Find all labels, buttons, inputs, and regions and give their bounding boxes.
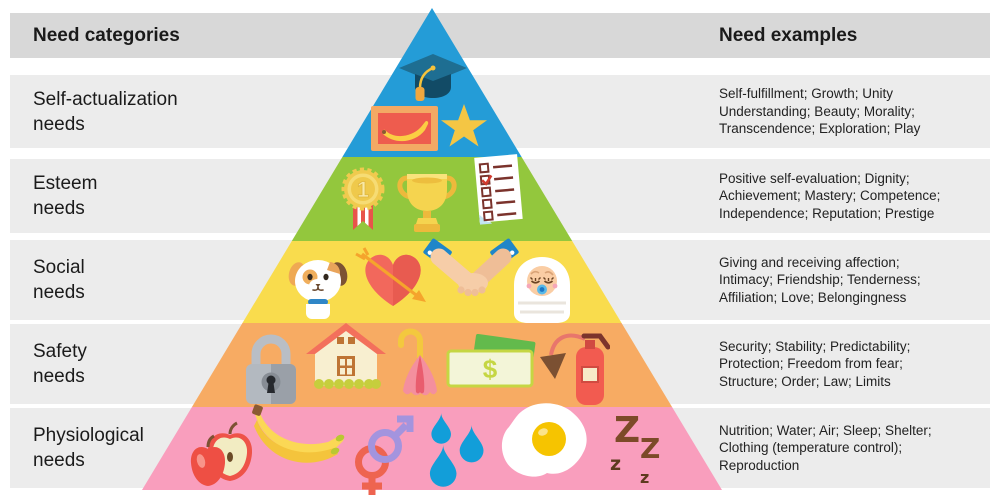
need-examples-header: Need examples bbox=[719, 24, 858, 46]
examples-social: Giving and receiving affection; Intimacy… bbox=[719, 254, 921, 305]
dollar-sign: $ bbox=[483, 354, 498, 384]
examples-physiological: Nutrition; Water; Air; Sleep; Shelter; C… bbox=[719, 422, 932, 473]
money-icon: $ bbox=[446, 334, 538, 388]
banana-painting-icon bbox=[371, 106, 438, 151]
examples-self-actualization: Self-fulfillment; Growth; Unity Understa… bbox=[719, 86, 921, 137]
house-icon bbox=[306, 320, 386, 392]
sleep-letter: z bbox=[610, 453, 622, 475]
water-drops-icon bbox=[424, 413, 494, 491]
fire-extinguisher-icon bbox=[538, 327, 610, 407]
fried-egg-icon bbox=[497, 401, 591, 483]
examples-esteem: Positive self-evaluation; Dignity; Achie… bbox=[719, 170, 941, 221]
medal-number: 1 bbox=[357, 177, 369, 202]
umbrella-icon bbox=[397, 325, 443, 407]
apple-icon bbox=[183, 421, 257, 493]
sleep-letter: z bbox=[640, 468, 650, 487]
graduation-cap-icon bbox=[398, 53, 468, 105]
category-label-safety: Safety needs bbox=[33, 341, 87, 387]
medal-icon: 1 bbox=[336, 164, 390, 234]
category-label-esteem: Esteem needs bbox=[33, 173, 98, 219]
checklist-icon bbox=[466, 153, 528, 225]
padlock-icon bbox=[241, 330, 301, 406]
gender-symbols-icon bbox=[347, 411, 417, 497]
baby-icon bbox=[510, 251, 574, 325]
sleep-letter: Z bbox=[614, 410, 641, 451]
sleep-zzz-icon: Z z Z z bbox=[608, 413, 670, 487]
trophy-icon bbox=[394, 170, 460, 238]
category-label-self-actualization: Self-actualization needs bbox=[33, 88, 178, 135]
dog-icon bbox=[286, 253, 350, 323]
sleep-letter: Z bbox=[640, 432, 661, 465]
heart-arrow-icon bbox=[354, 246, 432, 312]
category-label-physiological: Physiological needs bbox=[33, 425, 144, 471]
category-label-social: Social needs bbox=[33, 257, 85, 303]
header-band bbox=[10, 13, 990, 58]
bananas-icon bbox=[252, 404, 348, 470]
examples-safety: Security; Stability; Predictability; Pro… bbox=[719, 338, 911, 389]
need-categories-header: Need categories bbox=[33, 24, 180, 46]
handshake-icon bbox=[421, 235, 521, 303]
star-icon bbox=[440, 102, 488, 150]
